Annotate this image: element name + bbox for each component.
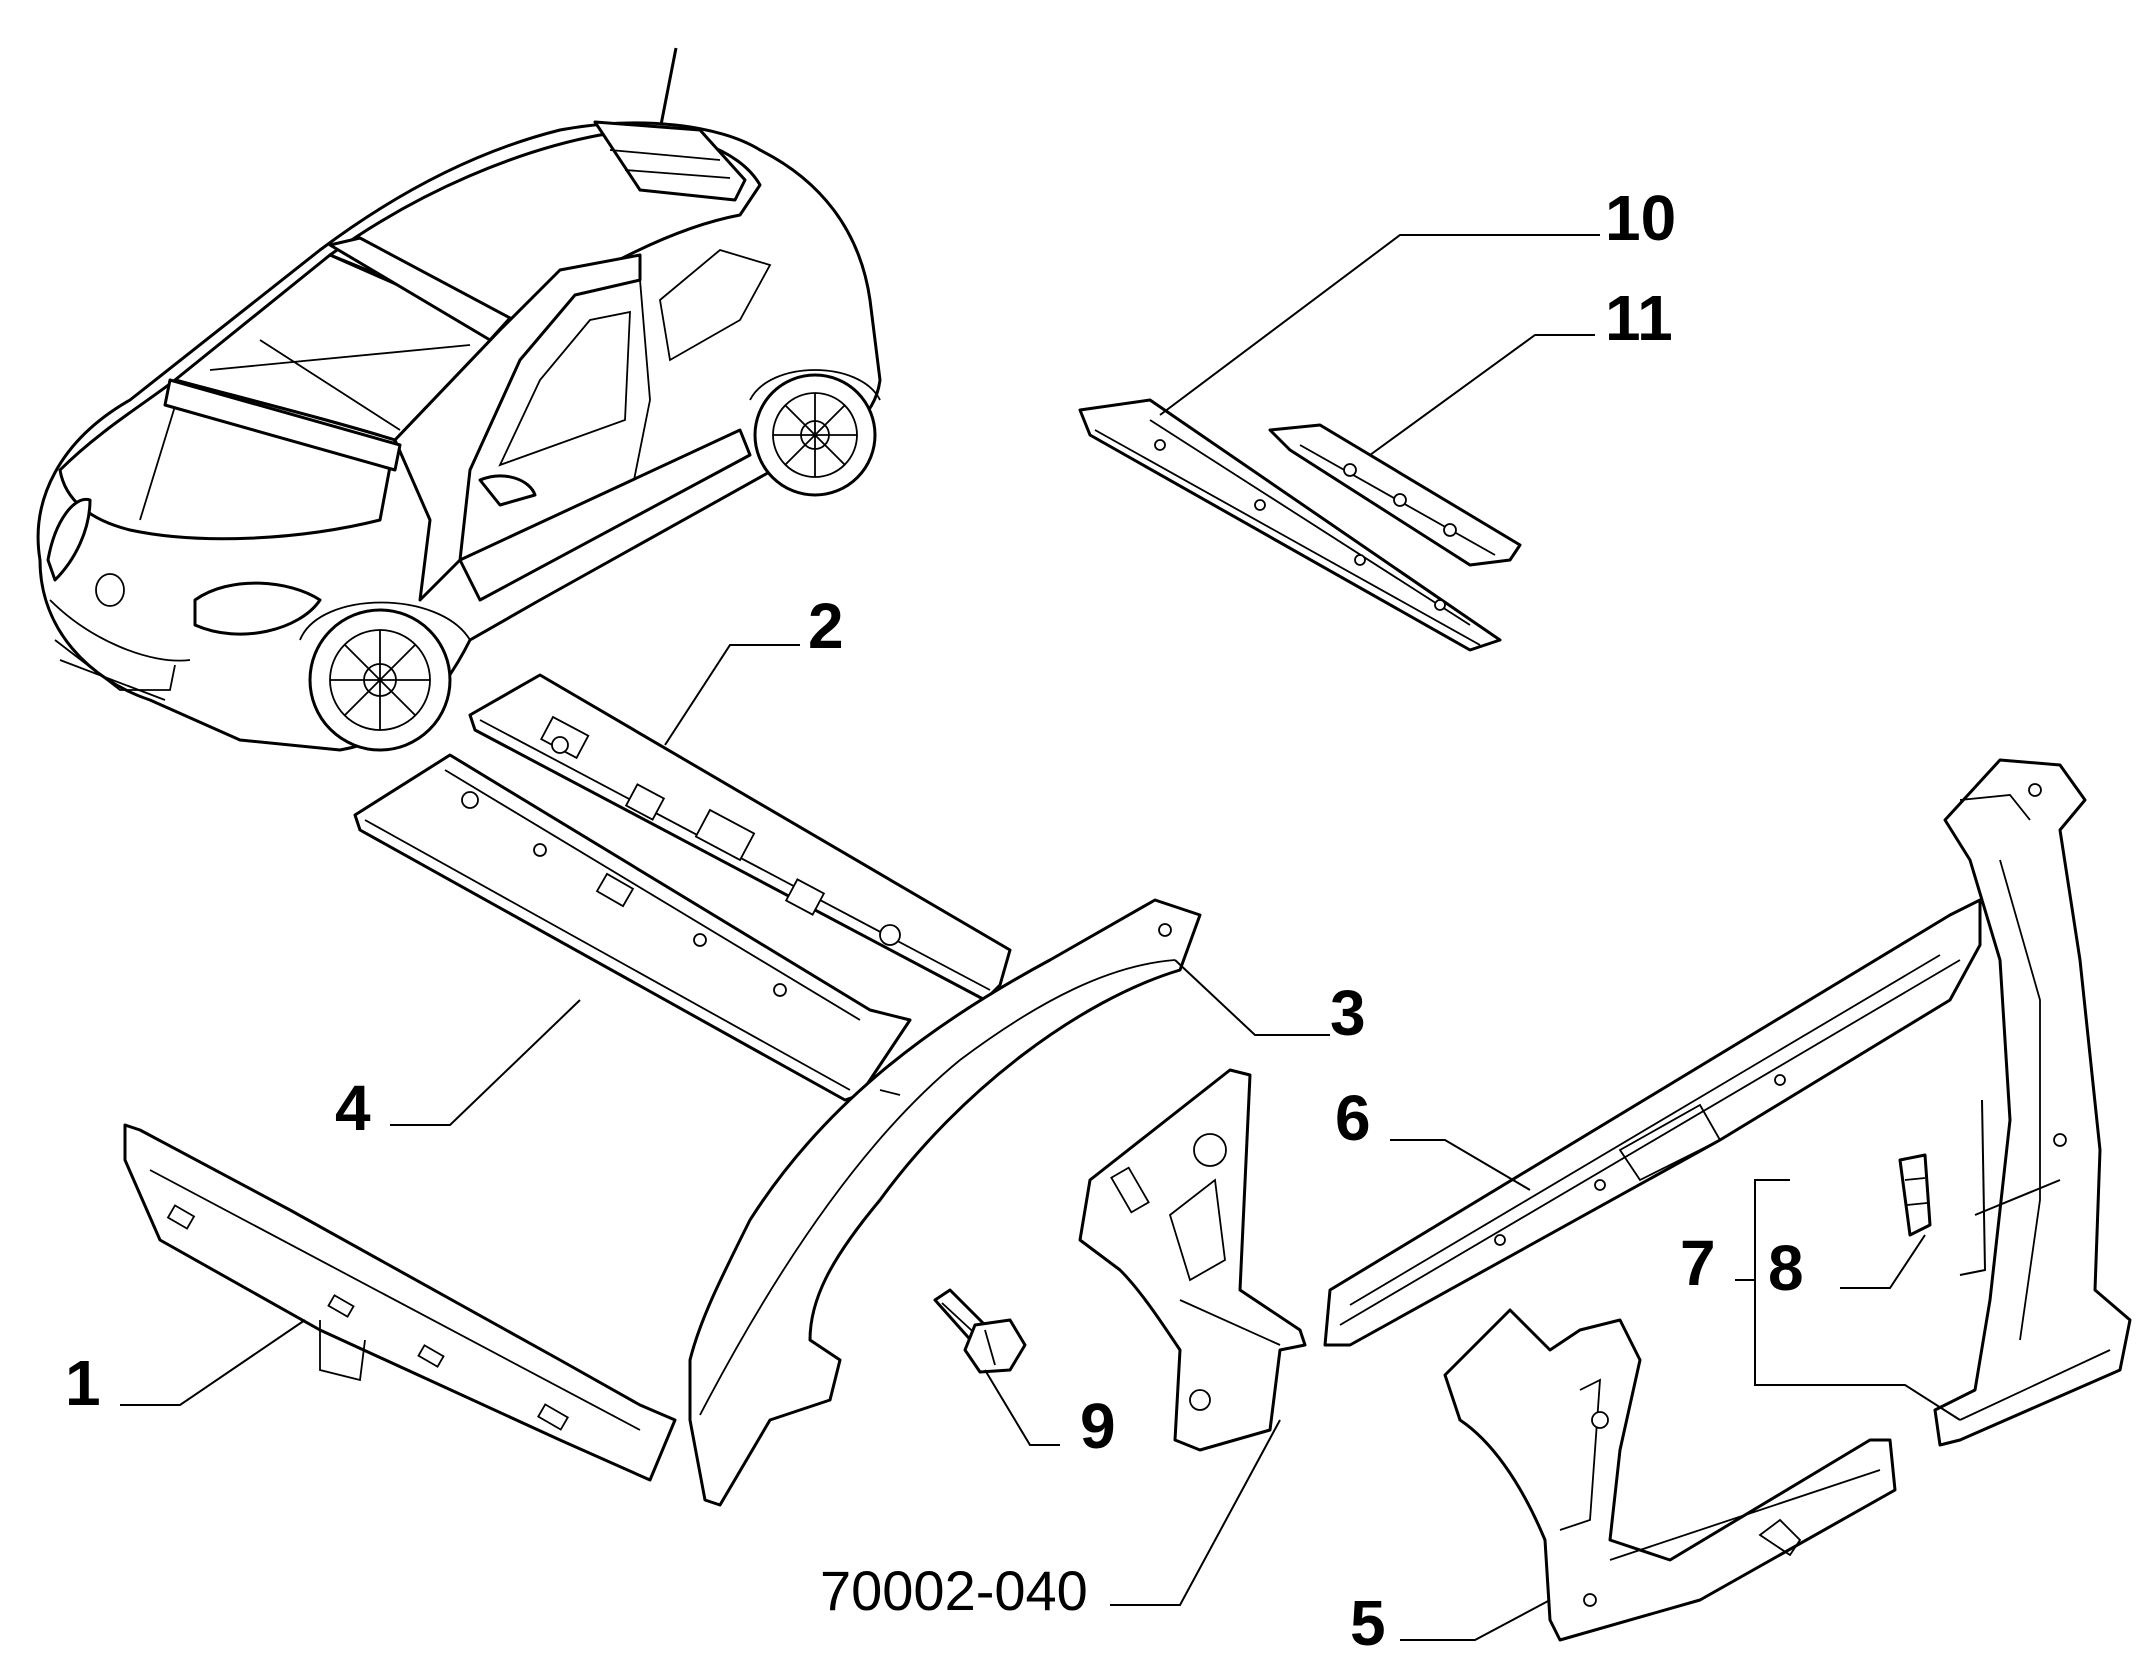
callout-8: 8 — [1768, 1232, 1804, 1304]
callout-1: 1 — [65, 1347, 101, 1419]
callout-7: 7 — [1680, 1227, 1716, 1299]
part-bracket — [1078, 1068, 1307, 1452]
reference-code: 70002-040 — [820, 1559, 1088, 1622]
leader-11 — [1369, 334, 1595, 456]
leader-3 — [1174, 959, 1330, 1036]
part-5 — [1443, 1308, 1897, 1642]
leader-5 — [1400, 1599, 1551, 1641]
part-7 — [1933, 758, 2132, 1447]
callout-6: 6 — [1335, 1082, 1371, 1154]
leader-1 — [120, 1319, 306, 1406]
callout-9: 9 — [1080, 1390, 1116, 1462]
leader-6 — [1390, 1139, 1531, 1191]
leader-10 — [1159, 234, 1600, 416]
leader-ref — [1110, 1419, 1281, 1606]
callout-labels: 1 2 3 4 5 6 7 8 9 10 11 70002-040 — [65, 182, 1804, 1659]
part-9 — [933, 1288, 1027, 1374]
leader-7-lower — [1754, 1280, 1961, 1421]
part-6 — [1323, 898, 1982, 1347]
part-2 — [468, 673, 1012, 1002]
part-8 — [1898, 1153, 1932, 1237]
callout-3: 3 — [1330, 977, 1366, 1049]
leader-9 — [984, 1369, 1060, 1446]
callout-2: 2 — [808, 590, 844, 662]
callout-11: 11 — [1605, 282, 1673, 354]
callout-4: 4 — [335, 1072, 371, 1144]
leader-7-upper — [1754, 1179, 1790, 1280]
part-3 — [688, 898, 1202, 1507]
car-overview — [36, 47, 882, 752]
callout-5: 5 — [1350, 1587, 1386, 1659]
leader-8-bracket — [1959, 1099, 1987, 1276]
part-11 — [1268, 423, 1522, 567]
leader-8 — [1840, 1234, 1926, 1289]
part-1 — [123, 1123, 677, 1482]
part-10 — [1078, 398, 1502, 652]
leader-2 — [664, 644, 800, 746]
leader-8-pillar — [1974, 1179, 2061, 1216]
leader-4 — [390, 999, 581, 1126]
leader-lines — [120, 234, 2061, 1641]
callout-10: 10 — [1605, 182, 1676, 254]
part-4 — [353, 753, 912, 1102]
